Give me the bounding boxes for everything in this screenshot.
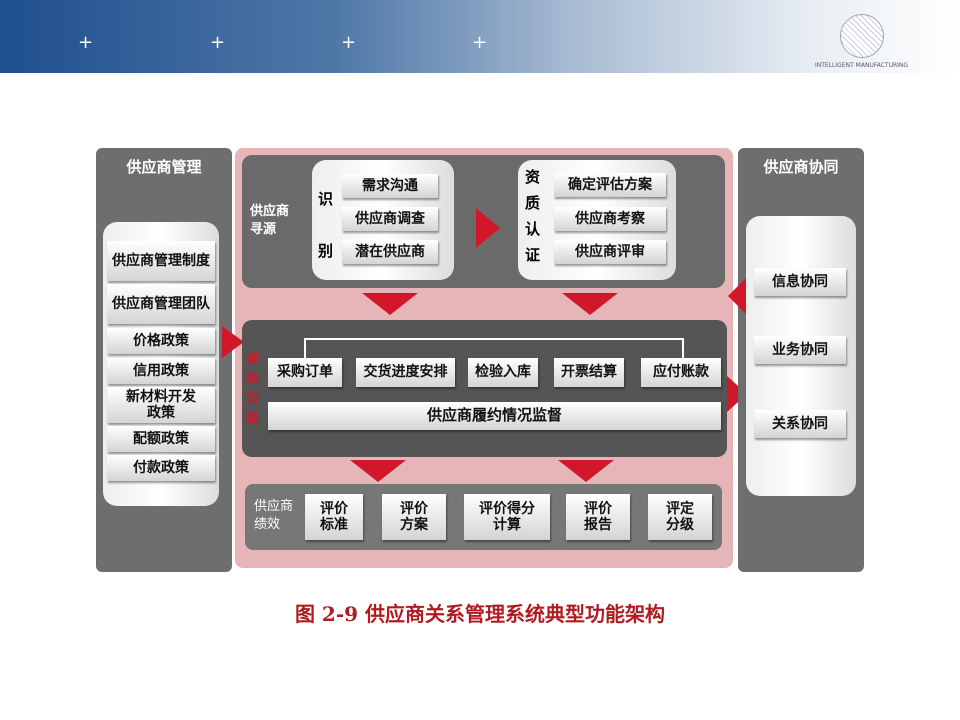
process-step: 检验入库 <box>468 358 538 387</box>
policy-item: 配额政策 <box>107 426 215 452</box>
arrow-left-icon <box>728 278 746 314</box>
brand-text: INTELLIGENT MANUFACTURING <box>815 62 909 69</box>
policy-item: 信用政策 <box>107 358 215 384</box>
left-title: 供应商管理 <box>126 158 202 176</box>
process-step: 应付账款 <box>641 358 721 387</box>
feedback-loop-arrow <box>304 338 684 358</box>
cert-char: 证 <box>525 246 541 264</box>
right-title: 供应商协同 <box>763 158 839 176</box>
identify-step: 供应商调查 <box>342 207 438 231</box>
cert-step: 确定评估方案 <box>554 173 666 197</box>
cert-char: 质 <box>525 194 541 212</box>
cert-step: 供应商考察 <box>554 207 666 231</box>
identify-label-1: 识 <box>318 190 334 208</box>
performance-step: 评价方案 <box>382 494 446 540</box>
monitor-bar: 供应商履约情况监督 <box>268 402 721 430</box>
identify-step: 潜在供应商 <box>342 240 438 264</box>
identify-step: 需求沟通 <box>342 174 438 198</box>
plus-icon: + <box>210 32 226 53</box>
policy-item: 新材料开发政策 <box>107 387 215 423</box>
figure-caption: 图 2-9 供应商关系管理系统典型功能架构 <box>294 602 666 626</box>
performance-step: 评价标准 <box>305 494 363 540</box>
collab-item: 业务协同 <box>754 336 846 364</box>
performance-step: 评定分级 <box>648 494 712 540</box>
collab-item: 关系协同 <box>754 410 846 438</box>
globe-logo-icon <box>840 14 884 58</box>
procurement-label: 采购管理 <box>246 352 260 427</box>
arrow-down-icon <box>362 293 418 315</box>
cert-char: 认 <box>525 220 541 238</box>
plus-icon: + <box>78 32 94 53</box>
plus-icon: + <box>472 32 488 53</box>
cert-label: 资质认证 <box>525 164 543 268</box>
process-step: 开票结算 <box>554 358 624 387</box>
performance-label: 供应商绩效 <box>254 499 294 532</box>
collab-item: 信息协同 <box>754 268 846 296</box>
arrow-down-icon <box>558 460 614 482</box>
arrow-down-icon <box>562 293 618 315</box>
process-step: 采购订单 <box>268 358 342 387</box>
policy-item: 供应商管理制度 <box>107 241 215 281</box>
policy-item: 供应商管理团队 <box>107 284 215 324</box>
policy-item: 付款政策 <box>107 455 215 481</box>
plus-icon: + <box>341 32 357 53</box>
identify-label-2: 别 <box>318 242 334 260</box>
performance-step: 评价报告 <box>566 494 630 540</box>
arrow-right-icon <box>222 326 244 358</box>
header-banner <box>0 0 960 73</box>
cert-step: 供应商评审 <box>554 240 666 264</box>
sourcing-label: 供应商寻源 <box>250 204 290 237</box>
performance-step: 评价得分计算 <box>464 494 550 540</box>
policy-item: 价格政策 <box>107 328 215 354</box>
procurement-section <box>242 320 727 457</box>
cert-char: 资 <box>525 168 541 186</box>
process-step: 交货进度安排 <box>356 358 455 387</box>
arrow-right-icon <box>476 208 500 248</box>
arrow-down-icon <box>350 460 406 482</box>
